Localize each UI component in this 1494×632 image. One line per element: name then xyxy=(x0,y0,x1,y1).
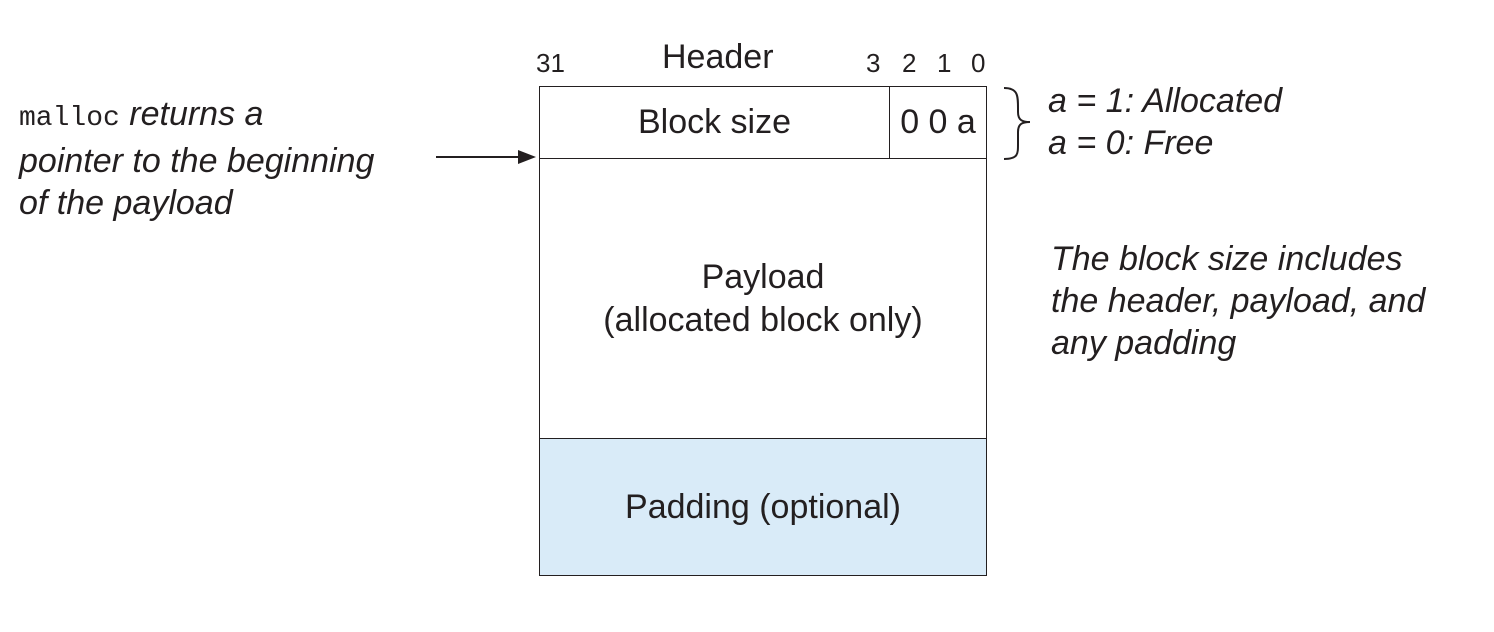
legend-free: a = 0: Free xyxy=(1048,124,1214,162)
block-size-note-line2: the header, payload, and xyxy=(1051,282,1426,320)
allocated-bit-legend: a = 1: Allocated a = 0: Free xyxy=(1048,80,1282,164)
malloc-note-line3: of the payload xyxy=(19,184,233,222)
malloc-note: malloc returns a pointer to the beginnin… xyxy=(19,93,374,224)
allocated-bit-brace xyxy=(1003,87,1031,160)
legend-allocated: a = 1: Allocated xyxy=(1048,82,1283,120)
header-label: Header xyxy=(662,38,774,76)
block-size-field: Block size xyxy=(540,87,890,158)
payload-title: Payload xyxy=(701,257,825,296)
bit-label-31: 31 xyxy=(536,48,565,78)
bit-label-0: 0 xyxy=(971,48,986,78)
pointer-arrow xyxy=(436,150,536,164)
heap-block: Block size 0 0 a Payload (allocated bloc… xyxy=(539,86,987,576)
block-size-note-line1: The block size includes xyxy=(1051,240,1403,278)
padding-region: Padding (optional) xyxy=(540,439,986,575)
payload-subtitle: (allocated block only) xyxy=(603,300,923,339)
malloc-note-line1: malloc returns a xyxy=(19,93,374,140)
payload-region: Payload (allocated block only) xyxy=(540,159,986,439)
malloc-note-line2: pointer to the beginning xyxy=(19,142,375,180)
bit-label-1: 1 xyxy=(937,48,952,78)
malloc-code: malloc xyxy=(19,103,120,134)
malloc-note-line1-text: returns a xyxy=(119,95,264,133)
bit-label-3: 3 xyxy=(866,48,881,78)
bit-label-2: 2 xyxy=(902,48,917,78)
block-size-note-line3: any padding xyxy=(1051,324,1237,362)
header-word: Block size 0 0 a xyxy=(540,87,986,159)
padding-label: Padding (optional) xyxy=(625,487,901,526)
block-size-note: The block size includes the header, payl… xyxy=(1051,238,1425,364)
low-bits-field: 0 0 a xyxy=(900,103,976,141)
